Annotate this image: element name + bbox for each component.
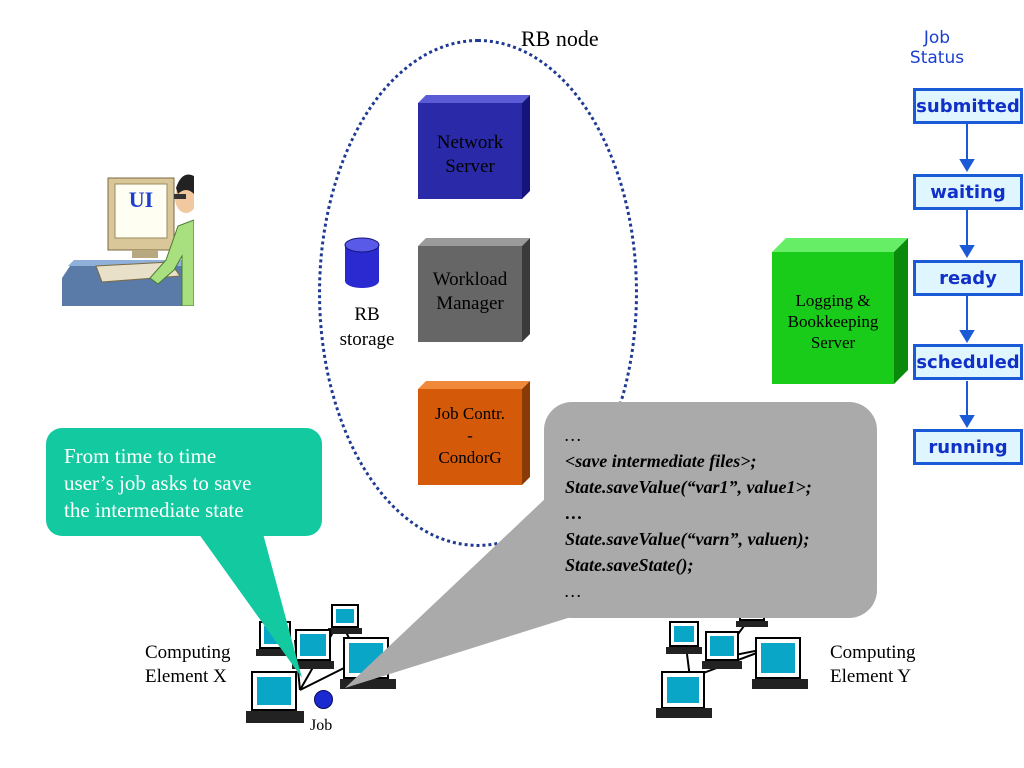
ui-user-illustration: UI bbox=[62, 160, 197, 307]
rb-storage-icon bbox=[344, 237, 380, 294]
job-status-title-line1: Job bbox=[923, 28, 951, 48]
database-icon bbox=[344, 237, 380, 288]
rb-node-title: RB node bbox=[521, 26, 599, 51]
gray-callout-tail bbox=[345, 496, 606, 688]
job-status-title: Job Status bbox=[897, 28, 977, 68]
code-callout-text: … <save intermediate files>; State.saveV… bbox=[565, 422, 812, 604]
computing-element-x-label: Computing Element X bbox=[145, 641, 231, 689]
job-controller-cube-shape bbox=[418, 381, 530, 485]
code-line-6: State.saveState(); bbox=[565, 555, 694, 575]
computer-icon bbox=[666, 621, 702, 654]
computing-element-x-line2: Element X bbox=[145, 666, 227, 687]
network-server-label: Network Server bbox=[418, 131, 522, 179]
workload-manager-cube-shape bbox=[418, 238, 530, 342]
code-line-4: … bbox=[565, 503, 583, 523]
computer-icon bbox=[328, 604, 362, 634]
green-callout-line2: user’s job asks to save bbox=[64, 471, 252, 495]
computing-element-y-line1: Computing bbox=[830, 642, 916, 663]
job-status-title-line2: Status bbox=[909, 48, 965, 68]
computer-icon bbox=[656, 671, 712, 718]
status-waiting: waiting bbox=[913, 174, 1023, 210]
computing-element-y-label: Computing Element Y bbox=[830, 641, 916, 689]
computer-icon bbox=[752, 637, 808, 689]
computing-element-y-line2: Element Y bbox=[830, 666, 912, 687]
code-line-3: State.saveValue(“var1”, value1>; bbox=[565, 477, 812, 497]
green-callout-line1: From time to time bbox=[64, 444, 217, 468]
job-controller-label: Job Contr. - CondorG bbox=[418, 403, 522, 469]
status-scheduled: scheduled bbox=[913, 344, 1023, 380]
logging-bookkeeping-label-line1: Logging & bbox=[795, 291, 871, 310]
rb-node-boundary bbox=[318, 39, 638, 547]
rb-storage-label: RB storage bbox=[330, 302, 404, 352]
code-line-7: … bbox=[565, 581, 582, 601]
job-label: Job bbox=[310, 717, 333, 734]
code-line-5: State.saveValue(“varn”, valuen); bbox=[565, 529, 810, 549]
job-controller-cube: Job Contr. - CondorG bbox=[418, 381, 530, 485]
workload-manager-label-line1: Workload bbox=[432, 269, 508, 290]
network-server-cube: Network Server bbox=[418, 95, 530, 199]
job-dot bbox=[314, 690, 333, 709]
computer-icon bbox=[246, 671, 304, 723]
computer-icon bbox=[702, 631, 742, 669]
status-running: running bbox=[913, 429, 1023, 465]
workload-manager-label: Workload Manager bbox=[418, 268, 522, 316]
workload-manager-cube: Workload Manager bbox=[418, 238, 530, 342]
job-controller-label-line2: - bbox=[467, 426, 473, 445]
green-callout-text: From time to time user’s job asks to sav… bbox=[64, 443, 304, 524]
user-at-computer-icon bbox=[62, 174, 197, 307]
status-ready: ready bbox=[913, 260, 1023, 296]
computer-icon bbox=[292, 629, 334, 669]
logging-bookkeeping-label-line3: Server bbox=[810, 333, 856, 352]
logging-bookkeeping-cube-shape bbox=[772, 238, 908, 384]
code-line-1: … bbox=[565, 425, 582, 445]
job-controller-label-line3: CondorG bbox=[438, 448, 502, 467]
green-callout-line3: the intermediate state bbox=[64, 498, 244, 522]
job-controller-label-line1: Job Contr. bbox=[435, 404, 505, 423]
logging-bookkeeping-cube: Logging & Bookkeeping Server bbox=[772, 238, 908, 384]
status-submitted: submitted bbox=[913, 88, 1023, 124]
code-callout bbox=[544, 402, 877, 618]
job-status-arrows bbox=[959, 124, 975, 428]
green-callout bbox=[46, 428, 322, 536]
network-server-label-line2: Server bbox=[445, 156, 495, 177]
workload-manager-label-line2: Manager bbox=[436, 293, 504, 314]
rb-storage-label-line1: RB bbox=[354, 304, 380, 325]
logging-bookkeeping-label-line2: Bookkeeping bbox=[787, 312, 879, 331]
network-server-cube-shape bbox=[418, 95, 530, 199]
green-callout-tail bbox=[196, 530, 302, 678]
code-line-2: <save intermediate files>; bbox=[565, 451, 757, 471]
rb-storage-label-line2: storage bbox=[339, 329, 395, 350]
ui-label: UI bbox=[128, 187, 154, 212]
network-server-label-line1: Network bbox=[436, 132, 504, 153]
logging-bookkeeping-label: Logging & Bookkeeping Server bbox=[772, 290, 894, 353]
computing-element-x-line1: Computing bbox=[145, 642, 231, 663]
